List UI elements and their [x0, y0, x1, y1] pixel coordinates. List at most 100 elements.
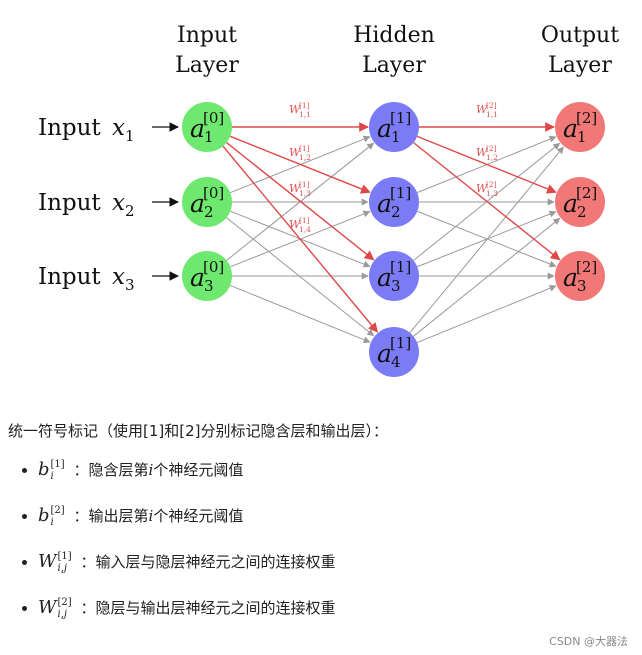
neuron-l1-1: a[1]1 [369, 102, 419, 152]
symbol: W[2]i,j [38, 597, 72, 620]
svg-text:W: W [476, 182, 489, 195]
input-label-3: Input x3 [38, 264, 179, 294]
svg-text:Hidden: Hidden [353, 23, 435, 48]
edge-l0-3-4 [229, 284, 371, 344]
svg-text:[1]: [1] [299, 101, 310, 110]
svg-text:a: a [563, 114, 578, 143]
svg-text:a: a [377, 114, 392, 143]
notation-item-b1: b[1]i ：隐含层第i个神经元阈值 [8, 455, 628, 501]
svg-text:1,4: 1,4 [299, 225, 311, 234]
svg-text:a: a [190, 263, 205, 292]
input-label-1: Input x1 [38, 115, 179, 145]
svg-text:[0]: [0] [203, 109, 224, 127]
bullet-icon [22, 606, 27, 611]
weight-label-1: W[1]1,1 [289, 101, 311, 119]
weight-label-3: W[1]1,3 [289, 180, 311, 198]
svg-text:a: a [563, 189, 578, 218]
svg-text:a: a [190, 114, 205, 143]
description: ：隐层与输出层神经元之间的连接权重 [80, 599, 336, 617]
bullet-icon [22, 560, 27, 565]
svg-text:1,1: 1,1 [299, 110, 311, 119]
input-label-2: Input x2 [38, 190, 179, 220]
svg-text:W: W [289, 146, 302, 159]
svg-text:Layer: Layer [362, 53, 426, 78]
weight-label-5: W[2]1,1 [476, 101, 498, 119]
bullet-icon [22, 468, 27, 473]
layer-title-input: Input Layer [175, 23, 239, 78]
notation-notes: 统一符号标记（使用[1]和[2]分别标记隐含层和输出层）： b[1]i ：隐含层… [8, 420, 628, 639]
svg-text:Input x1: Input x1 [38, 115, 135, 145]
svg-text:[1]: [1] [390, 334, 411, 352]
description: ：输入层与隐层神经元之间的连接权重 [80, 553, 336, 571]
neuron-l2-3: a[2]3 [555, 251, 605, 301]
svg-text:1,3: 1,3 [299, 189, 311, 198]
edge-l0-1-4 [222, 145, 379, 333]
svg-text:Input x2: Input x2 [38, 190, 135, 220]
svg-text:W: W [289, 218, 302, 231]
svg-text:W: W [289, 103, 302, 116]
layer-title-hidden: Hidden Layer [353, 23, 435, 78]
svg-text:3: 3 [577, 277, 587, 295]
svg-text:3: 3 [391, 277, 401, 295]
svg-text:W: W [289, 182, 302, 195]
neuron-l1-2: a[1]2 [369, 177, 419, 227]
svg-text:[1]: [1] [299, 216, 310, 225]
neuron-l1-3: a[1]3 [369, 251, 419, 301]
neurons: a[0]1a[0]2a[0]3a[1]1a[1]2a[1]3a[1]4a[2]1… [182, 102, 605, 377]
svg-text:Input: Input [177, 23, 237, 48]
notation-item-w2: W[2]i,j ：隐层与输出层神经元之间的连接权重 [8, 593, 628, 639]
svg-text:[2]: [2] [486, 101, 497, 110]
svg-text:[1]: [1] [390, 258, 411, 276]
description: ：隐含层第i个神经元阈值 [73, 461, 244, 479]
edge-l1-1-2 [416, 135, 557, 194]
edge-l1-3-2 [417, 210, 557, 268]
neuron-l2-1: a[2]1 [555, 102, 605, 152]
svg-text:[1]: [1] [299, 180, 310, 189]
watermark: CSDN @大器法 [549, 635, 628, 648]
svg-text:Output: Output [541, 23, 619, 48]
edge-l1-1-3 [413, 142, 561, 261]
svg-text:1: 1 [577, 128, 587, 146]
neuron-l0-1: a[0]1 [182, 102, 232, 152]
weight-label-4: W[1]1,4 [289, 216, 311, 234]
notation-intro: 统一符号标记（使用[1]和[2]分别标记隐含层和输出层）： [8, 422, 388, 440]
svg-text:Input x3: Input x3 [38, 264, 135, 294]
weight-label-2: W[1]1,2 [289, 144, 311, 162]
svg-text:2: 2 [204, 203, 214, 221]
connections [222, 122, 564, 344]
svg-text:a: a [377, 339, 392, 368]
svg-text:[2]: [2] [576, 184, 597, 202]
neuron-l0-2: a[0]2 [182, 177, 232, 227]
notation-item-w1: W[1]i,j ：输入层与隐层神经元之间的连接权重 [8, 547, 628, 593]
svg-text:[0]: [0] [203, 258, 224, 276]
svg-text:a: a [377, 263, 392, 292]
edge-l1-4-1 [409, 146, 564, 334]
svg-text:1,1: 1,1 [486, 110, 498, 119]
svg-text:1,3: 1,3 [486, 189, 498, 198]
symbol: b[1]i [38, 459, 65, 482]
svg-text:[1]: [1] [299, 144, 310, 153]
svg-text:2: 2 [391, 203, 401, 221]
weight-labels: W[1]1,1W[1]1,2W[1]1,3W[1]1,4W[2]1,1W[2]1… [289, 101, 498, 234]
edge-l0-1-2 [229, 135, 371, 194]
svg-text:[2]: [2] [576, 258, 597, 276]
svg-text:[2]: [2] [486, 180, 497, 189]
svg-text:1: 1 [391, 128, 401, 146]
svg-text:[2]: [2] [576, 109, 597, 127]
weight-label-7: W[2]1,3 [476, 180, 498, 198]
svg-text:1,2: 1,2 [486, 153, 498, 162]
svg-text:Layer: Layer [175, 53, 239, 78]
svg-text:2: 2 [577, 203, 587, 221]
edge-l1-4-2 [413, 217, 561, 337]
notation-item-b2: b[2]i ：输出层第i个神经元阈值 [8, 501, 628, 547]
svg-text:a: a [563, 263, 578, 292]
layer-title-output: Output Layer [541, 23, 619, 78]
svg-text:W: W [476, 146, 489, 159]
edge-l0-1-3 [226, 142, 375, 261]
bullet-icon [22, 514, 27, 519]
svg-text:4: 4 [391, 353, 401, 371]
symbol: W[1]i,j [38, 551, 72, 574]
neural-network-diagram: Input Layer Hidden Layer Output Layer In… [38, 23, 619, 377]
svg-text:Layer: Layer [548, 53, 612, 78]
svg-text:W: W [476, 103, 489, 116]
